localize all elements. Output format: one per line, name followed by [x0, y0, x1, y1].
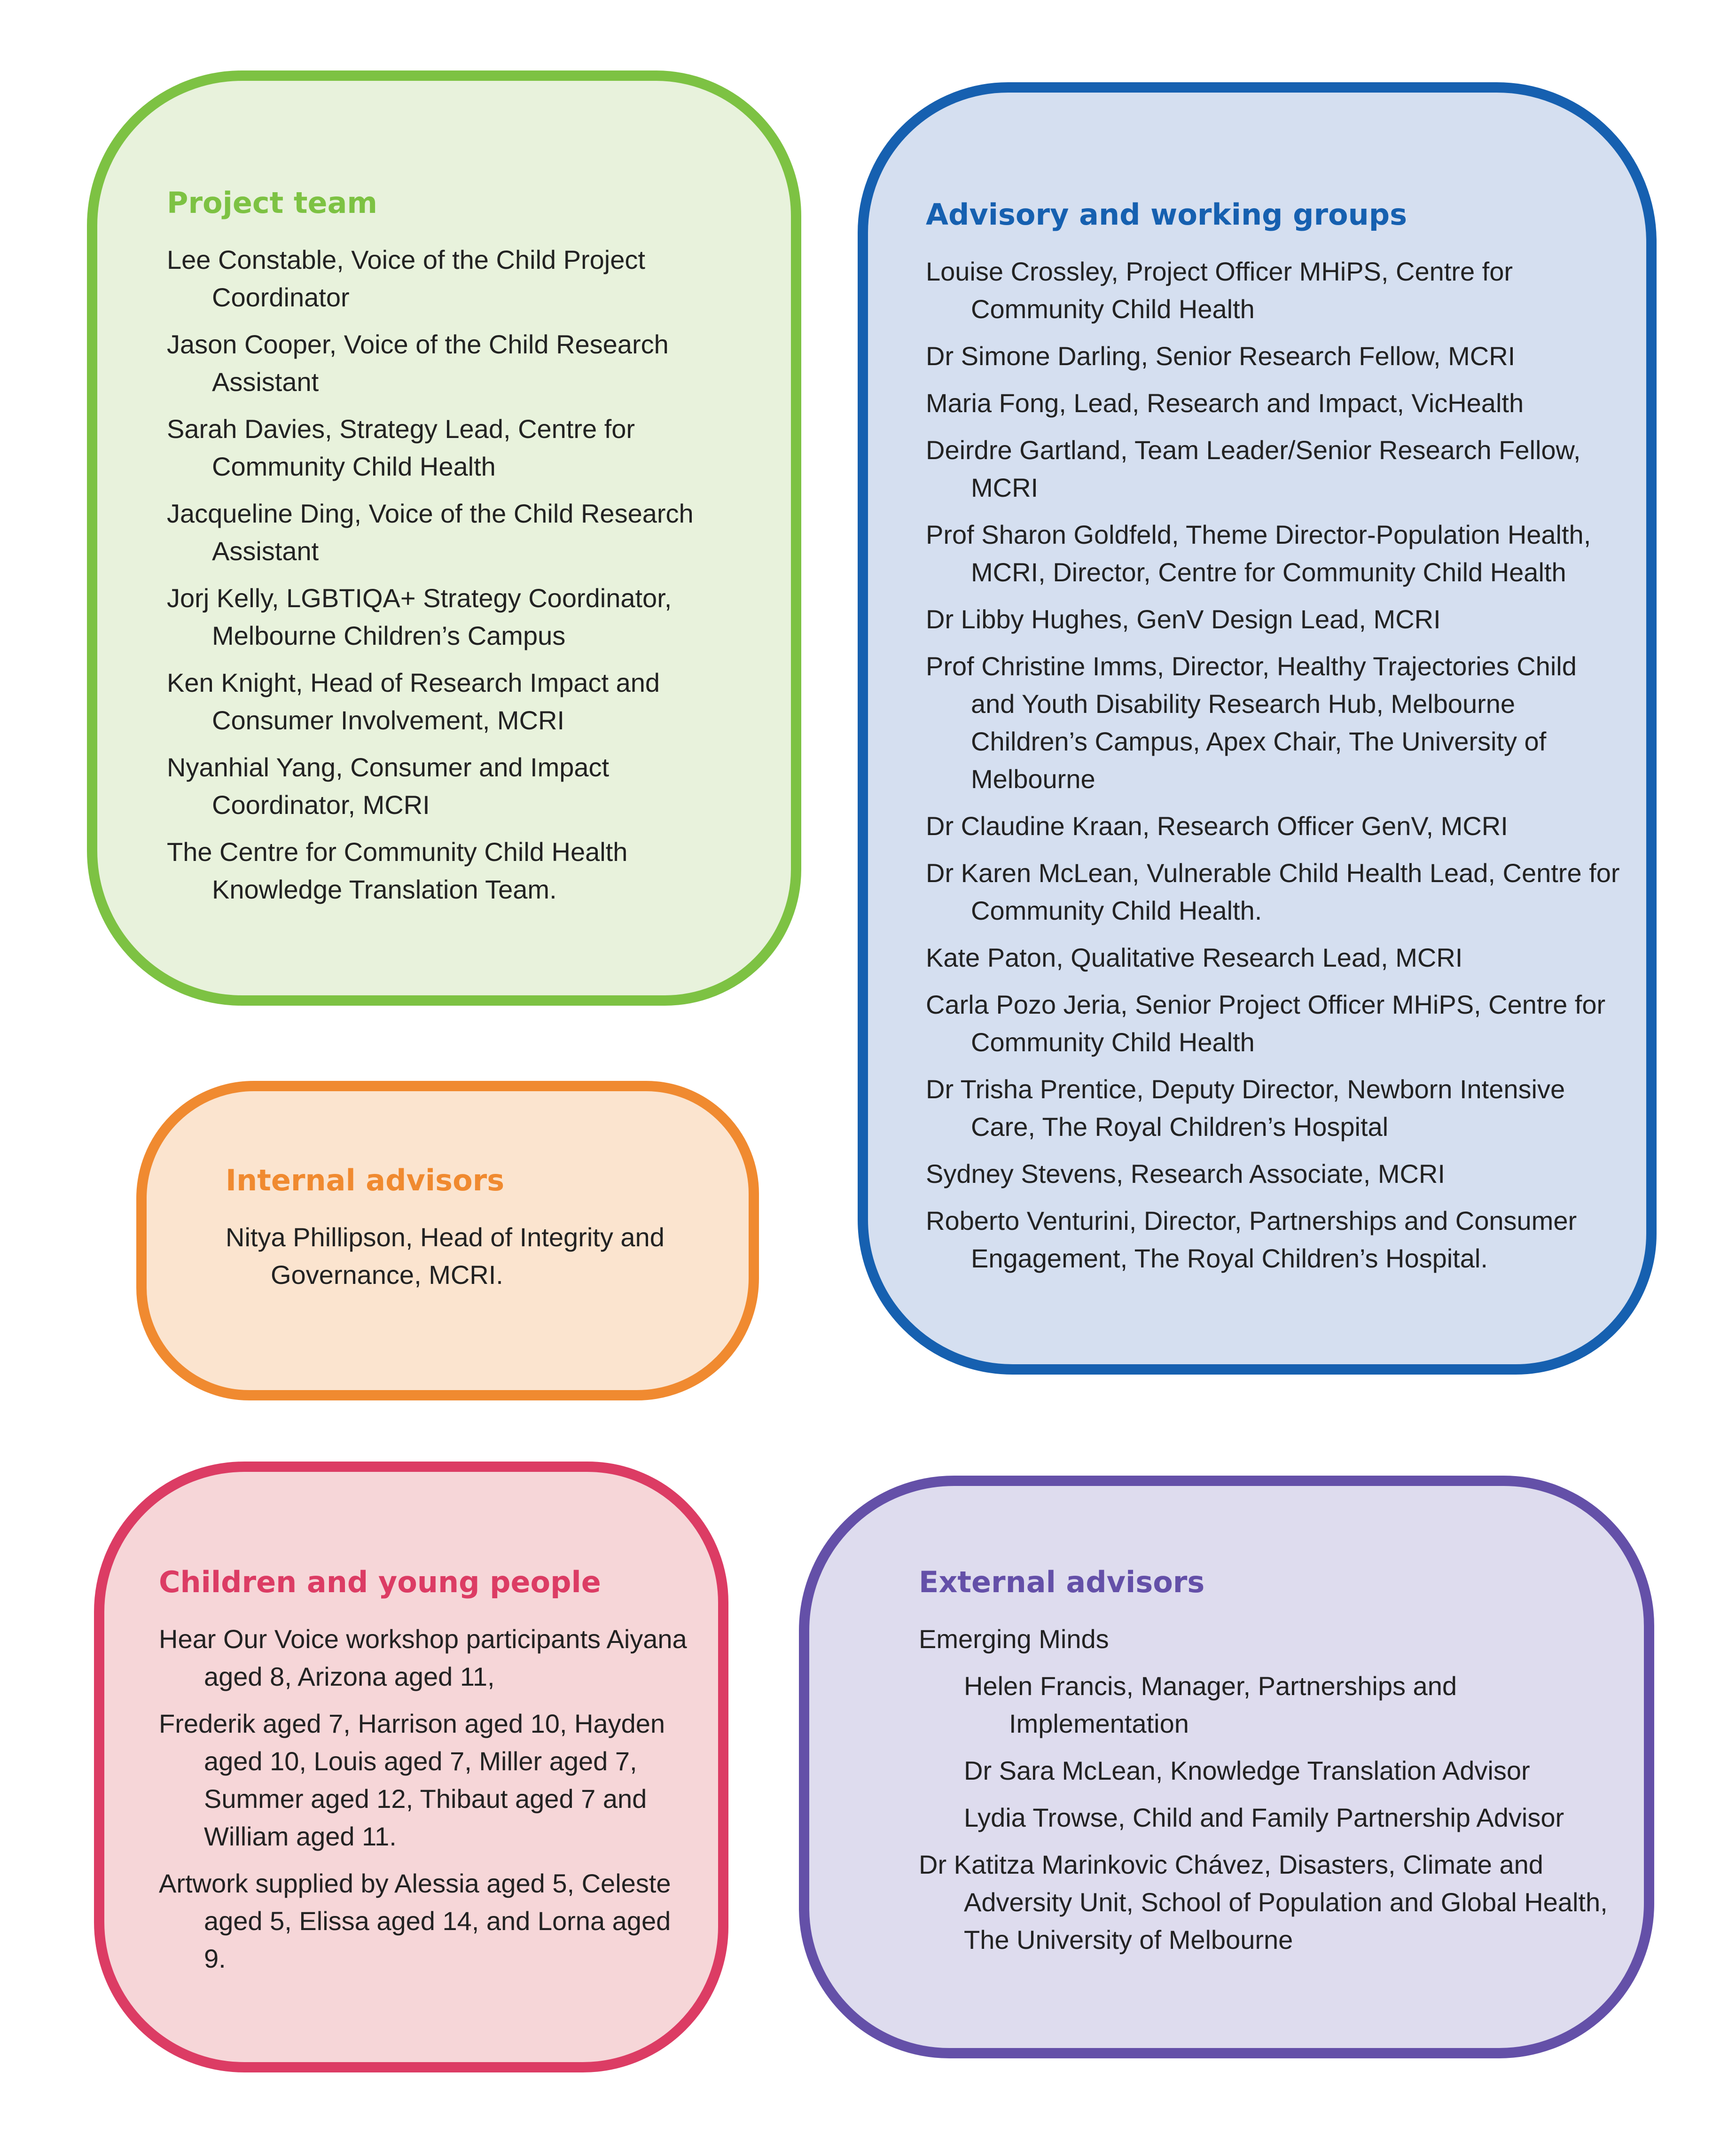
project-team-card	[87, 70, 801, 1006]
children-card	[94, 1462, 728, 2072]
advisory-groups-card	[858, 82, 1657, 1375]
list-item: Prof Sharon Goldfeld, Theme Director-Pop…	[926, 520, 1591, 587]
advisory-groups-section: Advisory and working groups Louise Cross…	[926, 197, 1621, 1287]
list-item: Maria Fong, Lead, Research and Impact, V…	[926, 388, 1524, 418]
list-item: Dr Trisha Prentice, Deputy Director, New…	[926, 1074, 1565, 1142]
list-item: Kate Paton, Qualitative Research Lead, M…	[926, 943, 1463, 973]
advisory-groups-heading: Advisory and working groups	[926, 197, 1408, 232]
list-item: Nyanhial Yang, Consumer and Impact Coord…	[167, 752, 610, 820]
list-item: Hear Our Voice workshop participants Aiy…	[159, 1624, 687, 1692]
external-advisors-section: External advisors Emerging Minds Helen F…	[919, 1565, 1614, 1968]
org-name: Emerging Minds	[919, 1624, 1109, 1654]
children-heading: Children and young people	[159, 1565, 601, 1599]
list-item: Dr Sara McLean, Knowledge Translation Ad…	[964, 1756, 1530, 1786]
list-item: Dr Claudine Kraan, Research Officer GenV…	[926, 811, 1508, 841]
project-team-section: Project team Lee Constable, Voice of the…	[167, 186, 754, 918]
list-item: Frederik aged 7, Harrison aged 10, Hayde…	[159, 1709, 665, 1852]
external-advisors-heading: External advisors	[919, 1565, 1205, 1599]
list-item: Sydney Stevens, Research Associate, MCRI	[926, 1159, 1445, 1189]
internal-advisors-section: Internal advisors Nitya Phillipson, Head…	[226, 1163, 719, 1303]
project-team-heading: Project team	[167, 186, 378, 220]
list-item: Louise Crossley, Project Officer MHiPS, …	[926, 257, 1513, 324]
list-item: Prof Christine Imms, Director, Healthy T…	[926, 651, 1577, 794]
list-item: Carla Pozo Jeria, Senior Project Officer…	[926, 990, 1606, 1057]
list-item: Jacqueline Ding, Voice of the Child Rese…	[167, 499, 694, 566]
list-item: The Centre for Community Child Health Kn…	[167, 837, 628, 905]
internal-advisors-heading: Internal advisors	[226, 1163, 505, 1197]
list-item: Lee Constable, Voice of the Child Projec…	[167, 245, 645, 313]
list-item: Nitya Phillipson, Head of Integrity and …	[226, 1222, 665, 1290]
list-item: Lydia Trowse, Child and Family Partnersh…	[964, 1803, 1564, 1833]
list-item: Deirdre Gartland, Team Leader/Senior Res…	[926, 435, 1581, 503]
external-advisors-card	[799, 1476, 1654, 2058]
list-item: Dr Karen McLean, Vulnerable Child Health…	[926, 858, 1620, 926]
list-item: Dr Katitza Marinkovic Chávez, Disasters,…	[919, 1850, 1608, 1955]
list-item: Dr Libby Hughes, GenV Design Lead, MCRI	[926, 604, 1441, 634]
list-item: Jorj Kelly, LGBTIQA+ Strategy Coordinato…	[167, 583, 672, 651]
internal-advisors-card	[136, 1081, 759, 1400]
list-item: Artwork supplied by Alessia aged 5, Cele…	[159, 1868, 671, 1974]
list-item: Sarah Davies, Strategy Lead, Centre for …	[167, 414, 635, 482]
list-item: Dr Simone Darling, Senior Research Fello…	[926, 341, 1516, 371]
children-section: Children and young people Hear Our Voice…	[159, 1565, 699, 1987]
list-item: Roberto Venturini, Director, Partnership…	[926, 1206, 1577, 1274]
list-item: Helen Francis, Manager, Partnerships and…	[964, 1671, 1457, 1739]
list-item: Ken Knight, Head of Research Impact and …	[167, 668, 660, 735]
list-item: Jason Cooper, Voice of the Child Researc…	[167, 329, 669, 397]
